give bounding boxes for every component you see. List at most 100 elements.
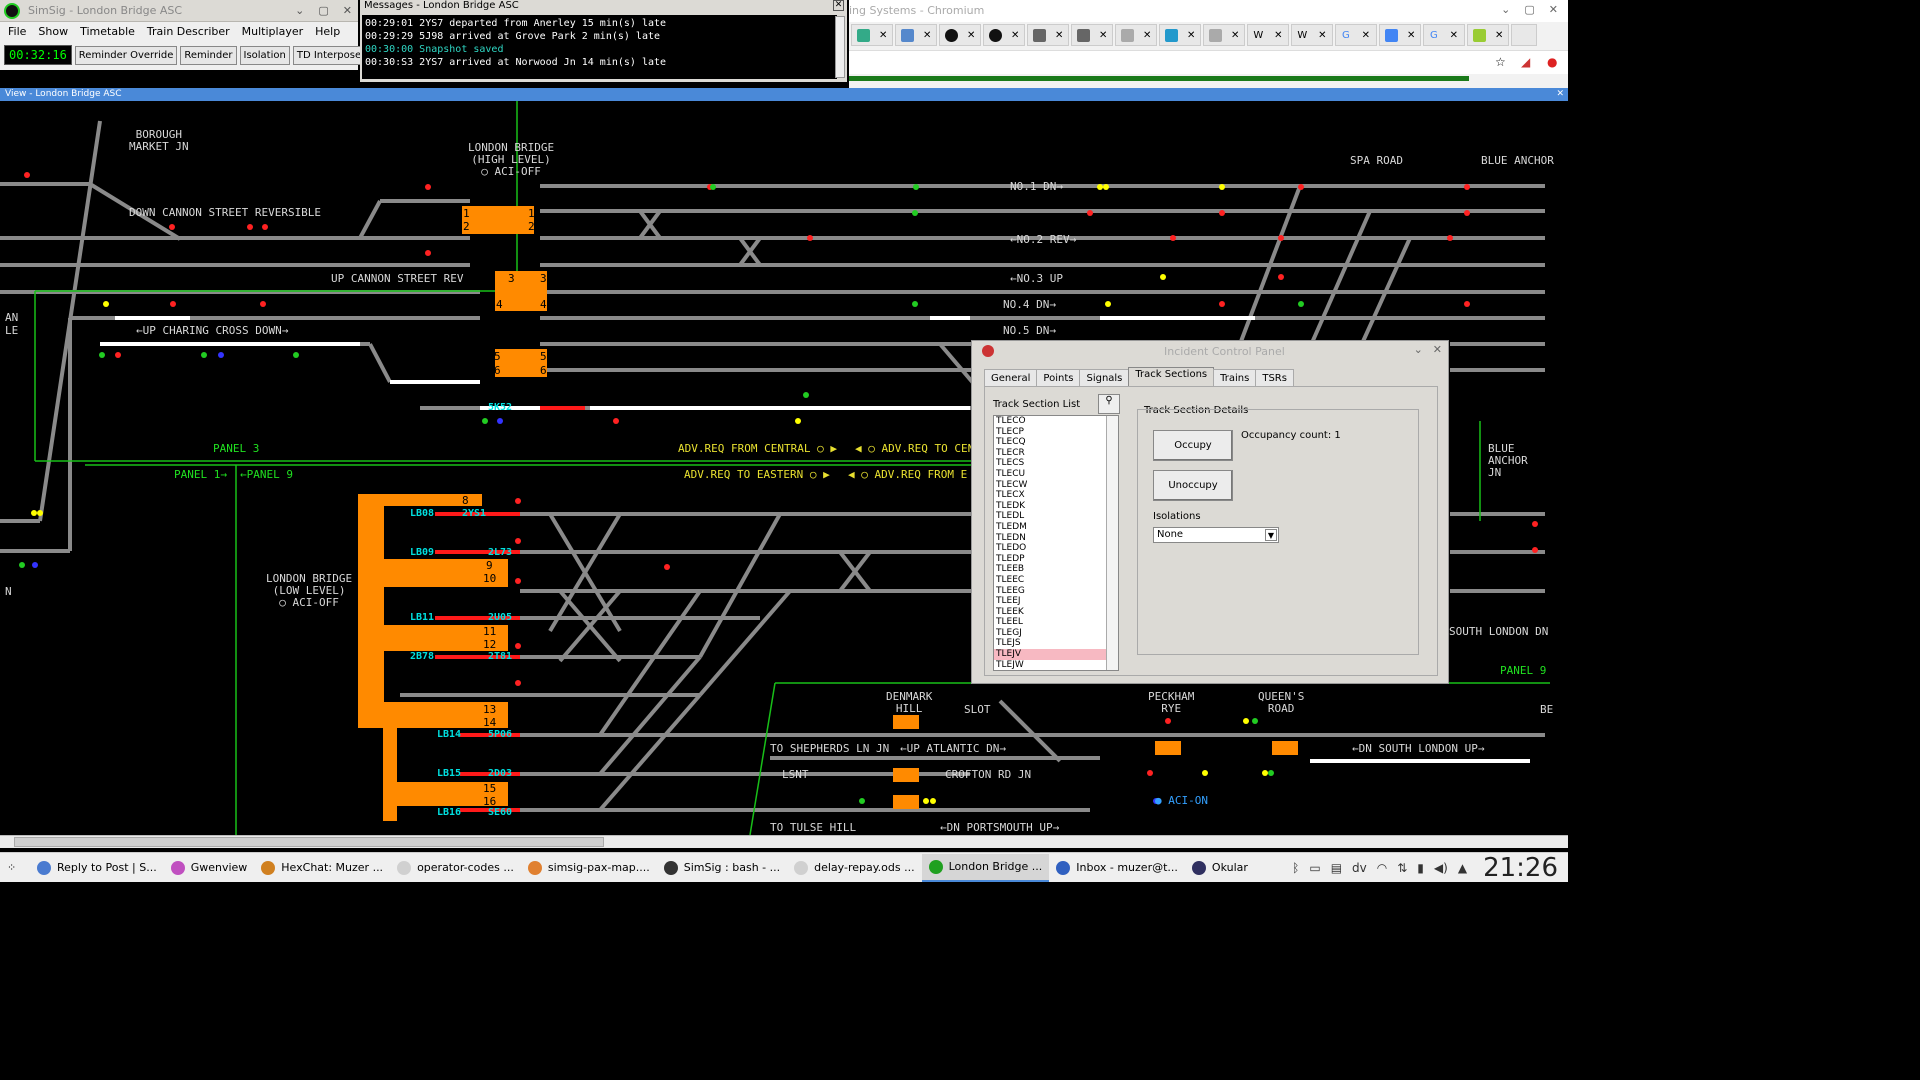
taskbar-task[interactable]: Okular xyxy=(1185,854,1255,882)
taskbar-task[interactable]: operator-codes ... xyxy=(390,854,521,882)
app-launcher-icon[interactable]: ⁘ xyxy=(7,861,17,874)
train-berth[interactable]: SE60 xyxy=(488,807,513,818)
wifi-icon[interactable]: ◠ xyxy=(1376,861,1388,875)
browser-tab[interactable]: ✕ xyxy=(1467,24,1509,46)
browser-tab[interactable]: ✕ xyxy=(983,24,1025,46)
platform-high-1-2[interactable] xyxy=(462,206,534,234)
chevron-down-icon[interactable]: ▼ xyxy=(1265,529,1277,541)
clipboard-icon[interactable]: ▤ xyxy=(1330,861,1343,875)
chromium-titlebar[interactable]: ing Systems - Chromium ⌄▢✕ xyxy=(849,0,1568,22)
aci-on-indicator[interactable]: ● ACI-ON xyxy=(1155,794,1208,807)
menu-show[interactable]: Show xyxy=(38,24,69,38)
menu-multiplayer[interactable]: Multiplayer xyxy=(241,24,304,38)
adv-req-to-eastern[interactable]: ADV.REQ TO EASTERN ○ ▶ xyxy=(684,468,830,481)
omnibox[interactable]: ☆ ◢ ● xyxy=(849,50,1568,74)
adv-req-from-eastern[interactable]: ◀ ○ ADV.REQ FROM E xyxy=(848,468,968,481)
extension-icon[interactable]: ● xyxy=(1547,55,1558,69)
train-berth[interactable]: LB15 xyxy=(437,768,462,779)
battery-icon[interactable]: ▭ xyxy=(1309,861,1321,875)
keyboard-layout-icon[interactable]: dv xyxy=(1352,861,1367,875)
browser-tab[interactable]: G✕ xyxy=(1335,24,1377,46)
menu-help[interactable]: Help xyxy=(315,24,341,38)
train-berth[interactable]: 5P06 xyxy=(488,729,513,740)
minimize-button[interactable]: ⌄ xyxy=(295,4,305,17)
view-titlebar[interactable]: View - London Bridge ASC✕ xyxy=(0,88,1568,101)
browser-tab[interactable]: ✕ xyxy=(939,24,981,46)
icp-titlebar[interactable]: Incident Control Panel ⌄✕ xyxy=(972,341,1448,361)
train-berth[interactable]: 2L73 xyxy=(488,547,513,558)
train-berth[interactable]: LB16 xyxy=(437,807,462,818)
track-section-item[interactable]: TLECR xyxy=(996,447,1025,458)
taskbar-task[interactable]: HexChat: Muzer ... xyxy=(254,854,390,882)
browser-tab[interactable]: W✕ xyxy=(1247,24,1289,46)
train-berth[interactable]: 2D03 xyxy=(488,768,513,779)
train-berth[interactable]: 2T81 xyxy=(488,651,513,662)
icp-collapse-button[interactable]: ⌄ xyxy=(1413,343,1423,356)
track-section-item[interactable]: TLECO xyxy=(996,416,1026,426)
adv-req-to-central[interactable]: ◀ ○ ADV.REQ TO CEN xyxy=(855,442,975,455)
tab-signals[interactable]: Signals xyxy=(1079,369,1130,387)
pin-icon[interactable]: ⚲ xyxy=(1098,394,1120,414)
isolations-select[interactable]: None▼ xyxy=(1153,527,1279,543)
track-section-item[interactable]: TLEDL xyxy=(996,511,1025,522)
browser-tab[interactable]: ✕ xyxy=(1071,24,1113,46)
extension-icon[interactable]: ◢ xyxy=(1521,55,1531,69)
train-berth[interactable]: 2U05 xyxy=(488,612,513,623)
adv-req-from-central[interactable]: ADV.REQ FROM CENTRAL ○ ▶ xyxy=(678,442,837,455)
taskbar-task[interactable]: delay-repay.ods ... xyxy=(787,854,921,882)
new-tab-button[interactable] xyxy=(1511,24,1537,46)
track-section-item[interactable]: TLEDO xyxy=(996,543,1027,554)
track-section-item[interactable]: TLECS xyxy=(996,458,1025,469)
view-close-button[interactable]: ✕ xyxy=(1556,89,1564,99)
simsig-titlebar[interactable]: SimSig - London Bridge ASC ⌄ ▢ ✕ xyxy=(0,0,358,22)
close-button[interactable]: ✕ xyxy=(342,4,352,17)
track-section-item[interactable]: TLECQ xyxy=(996,437,1026,448)
list-scrollbar[interactable] xyxy=(1106,416,1118,670)
train-berth[interactable]: 2B78 xyxy=(410,651,435,662)
track-section-item[interactable]: TLEDN xyxy=(996,532,1026,543)
maximize-button[interactable]: ▢ xyxy=(318,4,329,17)
taskbar-task[interactable]: Inbox - muzer@t... xyxy=(1049,854,1185,882)
volume-icon[interactable]: ◀) xyxy=(1433,861,1448,875)
platform-low-11-12[interactable] xyxy=(358,625,508,651)
browser-tab[interactable]: ✕ xyxy=(1203,24,1245,46)
reminder-override-button[interactable]: Reminder Override xyxy=(74,45,178,65)
train-berth[interactable]: 2YS1 xyxy=(462,508,487,519)
track-section-item[interactable]: TLECU xyxy=(996,468,1026,479)
taskbar-task[interactable]: SimSig : bash - ... xyxy=(657,854,787,882)
train-berth[interactable]: LB08 xyxy=(410,508,435,519)
track-section-item[interactable]: TLEEG xyxy=(996,585,1025,596)
icp-close-button[interactable]: ✕ xyxy=(1432,343,1442,356)
tab-points[interactable]: Points xyxy=(1036,369,1081,387)
train-berth[interactable]: LB14 xyxy=(437,729,462,740)
track-section-item[interactable]: TLEJS xyxy=(996,638,1021,649)
reminder-button[interactable]: Reminder xyxy=(180,45,237,65)
browser-tab[interactable]: ✕ xyxy=(1115,24,1157,46)
bookmark-star-icon[interactable]: ☆ xyxy=(1495,55,1506,69)
track-section-item[interactable]: TLECW xyxy=(996,479,1028,490)
isolation-button[interactable]: Isolation xyxy=(239,45,290,65)
menu-train-describer[interactable]: Train Describer xyxy=(146,24,230,38)
browser-tab[interactable]: G✕ xyxy=(1423,24,1465,46)
track-section-item[interactable]: TLEEK xyxy=(996,606,1024,617)
unoccupy-button[interactable]: Unoccupy xyxy=(1153,470,1233,501)
train-berth[interactable]: LB09 xyxy=(410,547,435,558)
expand-tray-icon[interactable]: ▲ xyxy=(1457,861,1468,875)
network-icon[interactable]: ⇅ xyxy=(1397,861,1408,875)
tab-track-sections[interactable]: Track Sections xyxy=(1128,367,1215,387)
messages-close-button[interactable]: ✕ xyxy=(833,0,844,11)
track-section-item[interactable]: TLEEL xyxy=(996,617,1023,628)
tab-tsrs[interactable]: TSRs xyxy=(1255,369,1294,387)
platform-low-8[interactable] xyxy=(358,494,482,506)
browser-tab[interactable]: ✕ xyxy=(895,24,937,46)
messages-scrollbar[interactable] xyxy=(835,16,845,78)
taskbar-task[interactable]: London Bridge ... xyxy=(921,853,1050,882)
browser-tab[interactable]: ✕ xyxy=(1159,24,1201,46)
view-horizontal-scrollbar[interactable] xyxy=(0,835,1568,848)
chromium-minimize-button[interactable]: ⌄ xyxy=(1501,3,1511,16)
browser-tab[interactable]: ✕ xyxy=(1027,24,1069,46)
track-section-item[interactable]: TLECP xyxy=(996,426,1024,437)
menu-timetable[interactable]: Timetable xyxy=(80,24,135,38)
browser-tab[interactable]: ✕ xyxy=(1379,24,1421,46)
